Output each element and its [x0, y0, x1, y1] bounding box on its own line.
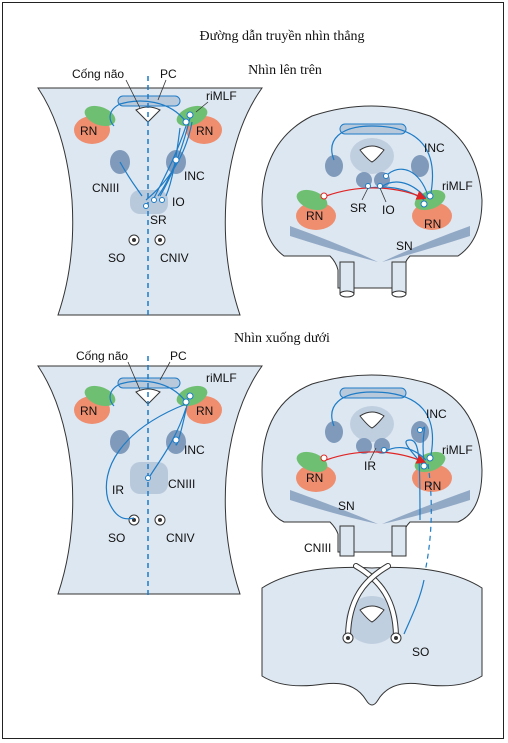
sec2-label-rimlf: riMLF [442, 443, 473, 457]
label-io: IO [172, 195, 185, 209]
label-sr: SR [150, 213, 167, 227]
sec2-label-ir: IR [364, 459, 376, 473]
sec2-label-sn: SN [338, 499, 355, 513]
upgaze-cross-section: INC riMLF RN RN SR IO SN [261, 105, 483, 298]
sec-label-io: IO [382, 203, 395, 217]
downgaze-cross-sections: INC riMLF RN RN IR SN CNIII SO [261, 374, 483, 706]
label-ir-2: IR [112, 483, 124, 497]
figure-title: Đường dẫn truyền nhìn thẳng [199, 29, 364, 44]
label-inc: INC [184, 169, 205, 183]
label-so-2: SO [108, 531, 125, 545]
label-aqueduct-2: Cống não [76, 349, 128, 363]
sec2-label-rn-right: RN [424, 479, 441, 493]
rimlf-left [84, 105, 116, 127]
upgaze-dorsal-view: Cống não PC riMLF RN RN CNIII INC IO SR … [37, 67, 263, 318]
sec2-label-inc: INC [426, 407, 447, 421]
label-pc: PC [160, 67, 177, 81]
label-cn4: CNIV [160, 251, 189, 265]
label-rn-left: RN [80, 124, 97, 138]
label-inc-2: INC [184, 443, 205, 457]
sec-label-rn-right: RN [424, 217, 441, 231]
label-cn3: CNIII [92, 181, 119, 195]
sec-label-inc: INC [424, 141, 445, 155]
label-so: SO [108, 251, 125, 265]
label-rn-right-2: RN [196, 404, 213, 418]
sec2-label-so: SO [412, 645, 429, 659]
sec2-label-rn-left: RN [306, 471, 323, 485]
label-cn4-2: CNIV [166, 531, 195, 545]
sec-label-rimlf: riMLF [442, 179, 473, 193]
downward-heading: Nhìn xuống dưới [234, 331, 330, 346]
label-rn-left-2: RN [80, 404, 97, 418]
sec-label-sr: SR [350, 201, 367, 215]
label-aqueduct: Cống não [72, 67, 124, 81]
sec-label-rn-left: RN [306, 209, 323, 223]
downgaze-dorsal-view: Cống não PC riMLF RN RN INC IR CNIII SO … [37, 349, 263, 598]
label-rn-right: RN [196, 124, 213, 138]
label-rimlf-2: riMLF [206, 371, 237, 385]
label-pc-2: PC [170, 349, 187, 363]
sec-label-sn: SN [396, 239, 413, 253]
label-rimlf: riMLF [206, 89, 237, 103]
sec2-label-cn3: CNIII [304, 541, 331, 555]
label-cn3-2: CNIII [168, 477, 195, 491]
upward-heading: Nhìn lên trên [248, 63, 322, 78]
